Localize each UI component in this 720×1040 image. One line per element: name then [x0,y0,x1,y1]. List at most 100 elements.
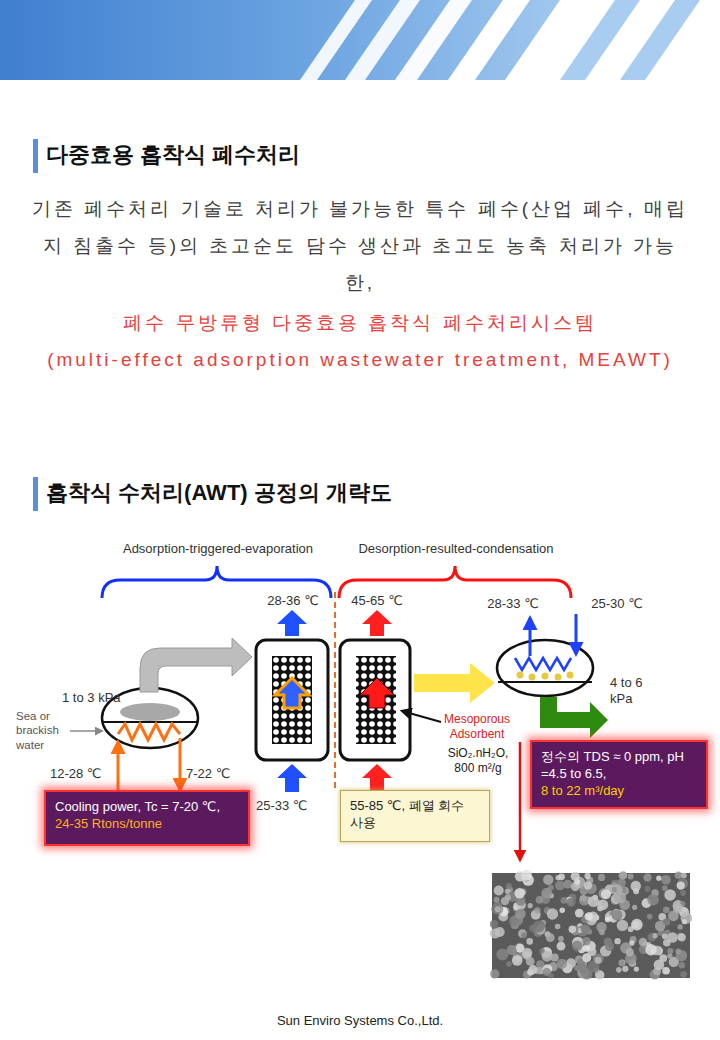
divider-line [334,592,336,790]
condenser [567,672,574,679]
sem-image [490,928,500,938]
sem-image [618,960,625,967]
sem-image [661,875,671,885]
adsorber-bed [356,656,396,744]
sem-image [663,906,670,913]
section-heading: 흡착식 수처리(AWT) 공정의 개략도 [46,479,546,507]
evaporator [117,742,120,792]
sem-image [681,912,693,924]
heading-bar [33,139,38,173]
sem-image [662,967,670,975]
sem-image [614,938,620,944]
sem-image [515,908,526,919]
sem-image [491,904,501,914]
sem-image [514,888,525,899]
sem-image [557,942,566,951]
box-text: 정수의 TDS ≈ 0 ppm, pH =4.5 to 6.5, [541,749,697,783]
sem-image [605,942,614,951]
sem-image [663,918,671,926]
temperature-label: 25-30 ℃ [584,596,650,612]
sem-image [515,871,525,881]
adsorber-bed [275,678,309,708]
sem-image [496,949,508,961]
temperature-label: 7-22 ℃ [186,766,246,782]
sem-image [667,948,673,954]
info-box: Cooling power, Tc = 7-20 ℃,24-35 Rtons/t… [44,790,250,846]
sem-image [494,897,500,903]
sem-image [563,880,572,889]
sem-image [490,969,499,978]
sem-image [584,873,590,879]
box-text: Cooling power, Tc = 7-20 ℃, [55,799,239,816]
condenser [542,673,549,680]
brace [102,566,571,598]
sem-image [541,888,552,899]
sem-image [682,919,687,924]
leader-line [519,742,522,860]
condenser [515,658,571,670]
sem-image [582,953,591,962]
sem-image [555,881,565,891]
header-band [505,0,720,80]
sem-image [678,924,683,929]
sem-image [506,883,512,889]
info-box: 55-85 ℃, 폐열 회수 사용 [340,790,490,842]
temperature-label: 12-28 ℃ [50,766,114,782]
product-arrow [540,697,608,738]
sem-image [631,919,643,931]
box-text: 24-35 Rtons/tonne [55,816,239,833]
sem-image [677,881,685,889]
sem-image [663,939,671,947]
sem-image [645,944,656,955]
sem-image [632,905,637,910]
header-band [620,0,700,80]
sem-image [528,965,537,974]
footer-text: Sun Enviro Systems Co.,Ltd. [0,1013,720,1029]
evaporator [70,730,102,732]
sem-image [647,914,653,920]
pressure-label: 1 to 3 kPa [62,690,138,706]
flow-arrow [362,764,392,792]
sem-image [490,870,692,980]
evaporator [120,703,180,721]
evaporator [103,721,197,723]
sem-image [616,967,622,973]
sem-image [596,922,606,932]
box-text: 55-85 ℃, 폐열 회수 사용 [350,798,480,832]
sem-image [507,945,517,955]
flow-arrow [277,764,307,792]
sem-image [542,951,553,962]
sem-image [578,964,588,974]
heading-bar [33,139,38,511]
sem-image [494,886,504,896]
vapour-arrow [414,663,495,703]
sem-image [526,957,535,966]
sem-image [639,938,647,946]
sem-image [617,920,628,931]
sem-image [631,881,641,891]
sem-image [558,936,564,942]
sem-image [492,873,690,978]
sem-image [681,873,687,879]
sem-image [619,960,626,967]
sem-image [653,933,658,938]
adsorber-bed [340,640,410,760]
highlight-text: 폐수 무방류형 다중효용 흡착식 폐수처리시스템 [28,304,692,341]
sem-image [680,971,687,978]
header-band [0,0,720,80]
sem-image [598,874,605,881]
header-band [0,0,720,80]
sem-image [534,907,540,913]
sem-image [580,895,587,902]
sem-image [643,873,651,881]
evaporator [179,738,182,790]
sem-image [569,926,577,934]
sem-image [521,933,527,939]
condenser [529,618,532,656]
sem-image [533,920,545,932]
sem-image [561,897,568,904]
sem-image [559,908,565,914]
adsorber-bed [256,640,410,760]
flow-arrow [362,610,392,636]
sem-image [584,881,592,889]
